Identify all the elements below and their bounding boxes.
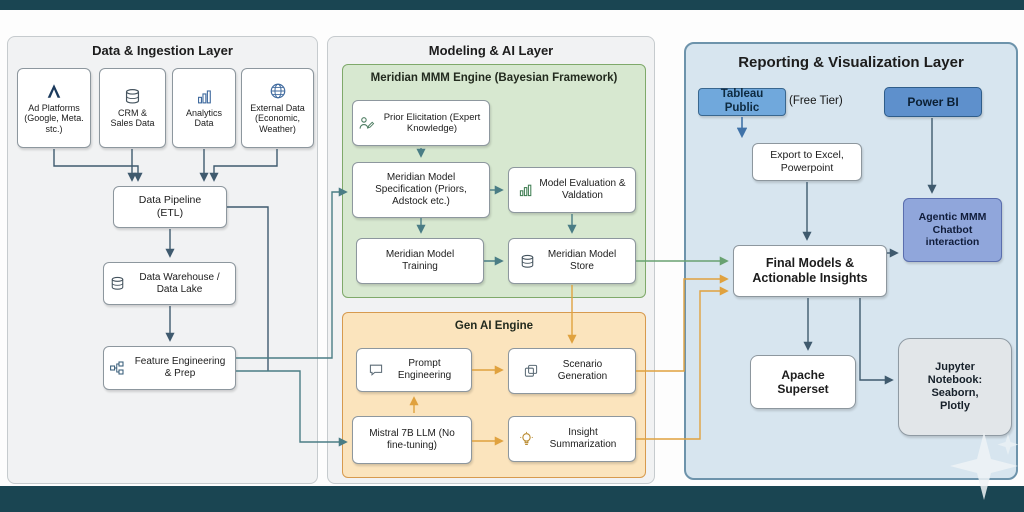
free-tier-label: (Free Tier) bbox=[789, 95, 843, 107]
a-logo-icon bbox=[45, 82, 63, 100]
node-feature-engineering: Feature Engineering & Prep bbox=[103, 346, 236, 390]
node-prior-elicitation: Prior Elicitation (Expert Knowledge) bbox=[352, 100, 490, 146]
node-label: Agentic MMM Chatbot interaction bbox=[918, 211, 987, 249]
node-label: Mistral 7B LLM (No fine-tuning) bbox=[369, 428, 455, 451]
node-label: Insight Summarization bbox=[549, 427, 617, 450]
database-icon bbox=[520, 254, 535, 269]
node-label: Feature Engineering & Prep bbox=[134, 356, 226, 379]
node-label: Meridian Model Store bbox=[547, 249, 617, 272]
gen-ai-engine-title: Gen AI Engine bbox=[454, 320, 534, 332]
node-scenario-generation: Scenario Generation bbox=[508, 348, 636, 394]
lightbulb-icon bbox=[518, 431, 535, 448]
meridian-engine-title: Meridian MMM Engine (Bayesian Framework) bbox=[370, 72, 618, 84]
bar-chart-icon bbox=[196, 88, 213, 105]
chat-bubble-icon bbox=[368, 362, 384, 378]
bottom-bar bbox=[0, 486, 1024, 512]
node-label: Tableau Public bbox=[720, 88, 764, 114]
node-label: Export to Excel, Powerpoint bbox=[770, 149, 844, 174]
node-label: Prior Elicitation (Expert Knowledge) bbox=[383, 111, 481, 134]
node-label: Analytics Data bbox=[185, 107, 222, 128]
node-label: Meridian Model Training bbox=[385, 249, 455, 272]
node-tableau-public: Tableau Public bbox=[698, 88, 786, 116]
node-label: Prompt Engineering bbox=[397, 358, 452, 381]
node-model-training: Meridian Model Training bbox=[356, 238, 484, 284]
node-label: Final Models & Actionable Insights bbox=[752, 256, 868, 285]
person-edit-icon bbox=[358, 115, 375, 132]
top-bar bbox=[0, 0, 1024, 10]
node-label: External Data (Economic, Weather) bbox=[250, 102, 305, 134]
node-label: Jupyter Notebook: Seaborn, Plotly bbox=[927, 360, 983, 413]
panel-title-ingestion: Data & Ingestion Layer bbox=[92, 43, 233, 58]
node-apache-superset: Apache Superset bbox=[750, 355, 856, 409]
panel-title-reporting: Reporting & Visualization Layer bbox=[738, 54, 964, 71]
database-icon bbox=[110, 276, 125, 291]
node-insight-summarization: Insight Summarization bbox=[508, 416, 636, 462]
node-label: CRM & Sales Data bbox=[110, 107, 155, 128]
node-label: Scenario Generation bbox=[557, 359, 608, 382]
panel-title-modeling: Modeling & AI Layer bbox=[428, 43, 554, 58]
node-data-warehouse: Data Warehouse / Data Lake bbox=[103, 262, 236, 305]
node-prompt-engineering: Prompt Engineering bbox=[356, 348, 472, 392]
database-icon bbox=[124, 88, 141, 105]
node-mistral-llm: Mistral 7B LLM (No fine-tuning) bbox=[352, 416, 472, 464]
node-jupyter-notebook: Jupyter Notebook: Seaborn, Plotly bbox=[898, 338, 1012, 436]
node-label: Data Warehouse / Data Lake bbox=[139, 271, 220, 295]
node-data-pipeline: Data Pipeline (ETL) bbox=[113, 186, 227, 228]
node-label: Model Evaluation & Valdation bbox=[539, 178, 626, 201]
node-export-excel: Export to Excel, Powerpoint bbox=[752, 143, 862, 181]
node-label: Apache Superset bbox=[777, 367, 829, 396]
eval-chart-icon bbox=[518, 182, 534, 198]
node-model-evaluation: Model Evaluation & Valdation bbox=[508, 167, 636, 213]
node-label: Meridian Model Specification (Priors, Ad… bbox=[375, 172, 467, 207]
node-final-models: Final Models & Actionable Insights bbox=[733, 245, 887, 297]
node-agentic-chatbot: Agentic MMM Chatbot interaction bbox=[903, 198, 1002, 262]
node-ad-platforms: Ad Platforms (Google, Meta. stc.) bbox=[17, 68, 91, 148]
node-model-specification: Meridian Model Specification (Priors, Ad… bbox=[352, 162, 490, 218]
workflow-icon bbox=[109, 360, 125, 376]
node-label: Power BI bbox=[907, 94, 959, 109]
node-model-store: Meridian Model Store bbox=[508, 238, 636, 284]
node-crm-sales: CRM & Sales Data bbox=[99, 68, 166, 148]
node-label: Data Pipeline (ETL) bbox=[138, 194, 202, 219]
node-power-bi: Power BI bbox=[884, 87, 982, 117]
node-analytics-data: Analytics Data bbox=[172, 68, 236, 148]
globe-icon bbox=[269, 82, 287, 100]
node-external-data: External Data (Economic, Weather) bbox=[241, 68, 314, 148]
copy-squares-icon bbox=[523, 363, 539, 379]
node-label: Ad Platforms (Google, Meta. stc.) bbox=[24, 102, 84, 134]
